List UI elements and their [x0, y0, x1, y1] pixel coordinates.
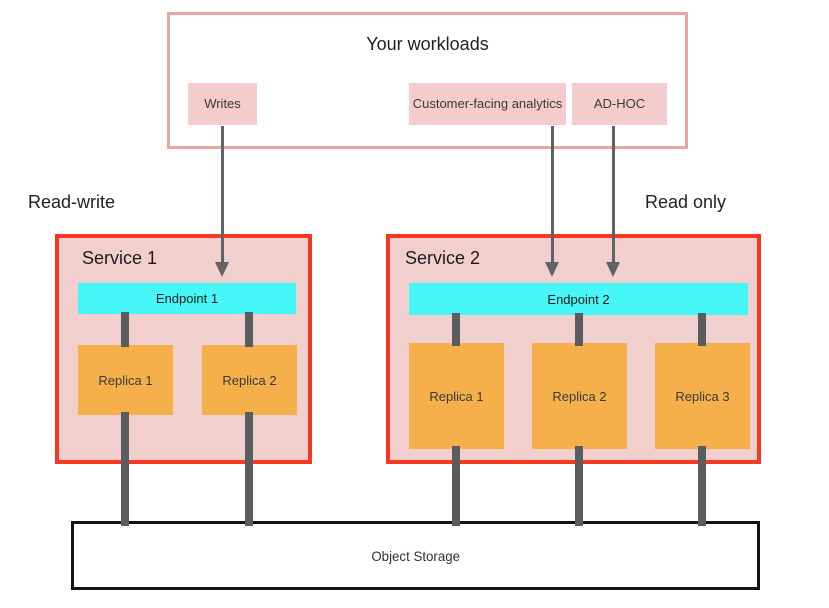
service-2-title: Service 2 [405, 248, 481, 268]
workload-chip-customer-facing-analytics: Customer-facing analytics [409, 83, 566, 125]
arrowhead-icon [215, 262, 229, 277]
connector-s2-replica2-storage [575, 446, 583, 526]
workloads-panel-title: Your workloads [366, 34, 489, 54]
workload-chip-writes: Writes [188, 83, 257, 125]
service-2-replica-1: Replica 1 [409, 343, 504, 449]
arrow-adhoc-to-endpoint-2 [612, 126, 615, 263]
service-1-replica-2: Replica 2 [202, 345, 297, 415]
connector-endpoint2-replica3 [698, 313, 706, 346]
workloads-panel [167, 12, 688, 149]
object-storage-label: Object Storage [371, 547, 460, 564]
arrow-analytics-to-endpoint-2 [551, 126, 554, 263]
endpoint-1-bar: Endpoint 1 [78, 283, 296, 314]
connector-s2-replica3-storage [698, 446, 706, 526]
object-storage-box: Object Storage [71, 521, 760, 590]
connector-endpoint1-replica1 [121, 312, 129, 347]
service-1-title: Service 1 [82, 248, 158, 268]
service-2-replica-3: Replica 3 [655, 343, 750, 449]
connector-s2-replica1-storage [452, 446, 460, 526]
workload-chip-ad-hoc: AD-HOC [572, 83, 667, 125]
arrow-writes-to-endpoint-1 [221, 126, 224, 263]
arrowhead-icon [545, 262, 559, 277]
connector-endpoint1-replica2 [245, 312, 253, 347]
endpoint-2-bar: Endpoint 2 [409, 283, 748, 315]
read-only-label: Read only [645, 192, 727, 212]
connector-endpoint2-replica1 [452, 313, 460, 346]
service-2-replica-2: Replica 2 [532, 343, 627, 449]
connector-endpoint2-replica2 [575, 313, 583, 346]
arrowhead-icon [606, 262, 620, 277]
connector-s1-replica2-storage [245, 412, 253, 526]
service-1-replica-1: Replica 1 [78, 345, 173, 415]
connector-s1-replica1-storage [121, 412, 129, 526]
read-write-label: Read-write [28, 192, 116, 212]
